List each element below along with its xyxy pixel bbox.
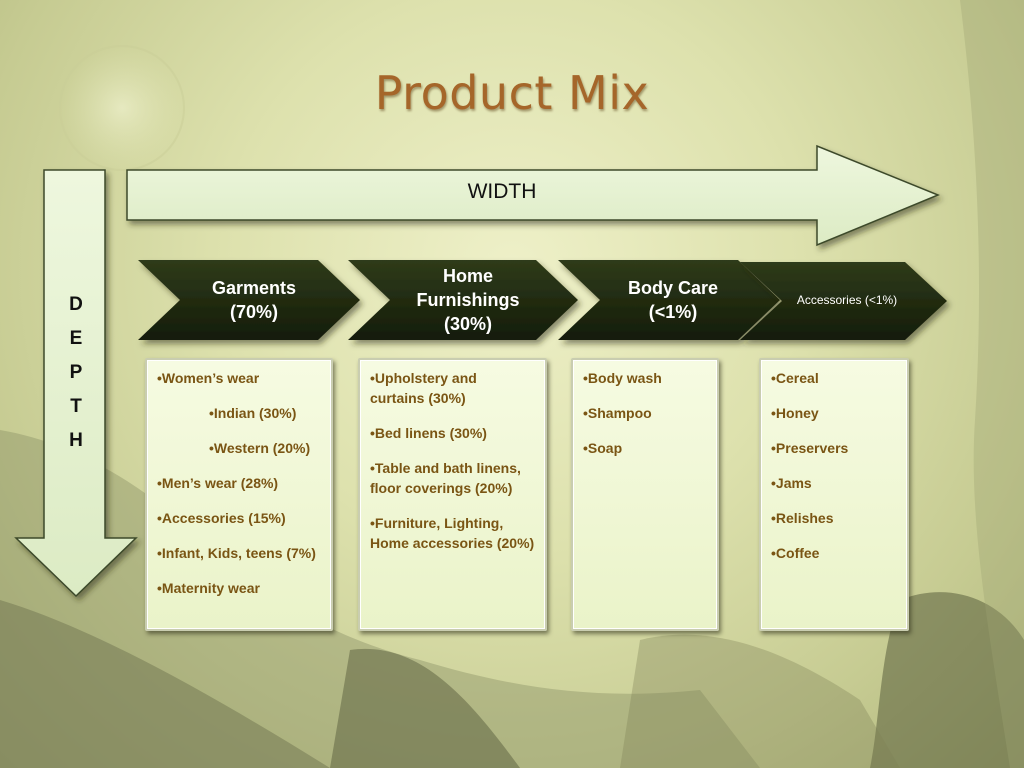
category-line: Furnishings: [416, 290, 520, 310]
category-line: Garments: [211, 278, 297, 298]
chevron-body-care: [558, 260, 780, 340]
depth-letter: T: [70, 396, 82, 417]
depth-label: D E P T H: [60, 288, 92, 458]
chevron-accessories: [740, 262, 947, 340]
list-item: •Table and bath linens, floor coverings …: [370, 460, 521, 496]
depth-letter: P: [69, 362, 83, 383]
list-item: •Maternity wear: [157, 580, 260, 596]
list-item: •Women’s wear: [157, 370, 260, 386]
page-title: Product Mix: [374, 66, 650, 120]
depth-letter: H: [69, 430, 83, 451]
category-line: (30%): [443, 314, 492, 334]
list-item: •Body wash: [583, 370, 662, 386]
list-item: •Preservers: [771, 440, 849, 456]
list-item: •Infant, Kids, teens (7%): [157, 545, 316, 561]
depth-arrow: [14, 169, 138, 598]
list-item: •Jams: [771, 475, 812, 491]
card-accessories: •Cereal •Honey •Preservers •Jams •Relish…: [759, 358, 909, 631]
list-item: •Soap: [583, 440, 623, 456]
list-item: •Western (20%): [209, 440, 311, 456]
width-arrow: [126, 144, 940, 247]
category-line: Body Care: [627, 278, 719, 298]
list-item: •Bed linens (30%): [370, 425, 487, 441]
list-item: •Accessories (15%): [157, 510, 286, 526]
list-item: •Coffee: [771, 545, 820, 561]
width-label: WIDTH: [467, 180, 537, 203]
category-line: (<1%): [648, 302, 698, 322]
depth-letter: E: [69, 328, 83, 349]
card-home-furnishings: •Upholstery and curtains (30%) •Bed line…: [358, 358, 547, 631]
list-item: •Shampoo: [583, 405, 652, 421]
list-item: •Furniture, Lighting, Home accessories (…: [370, 515, 535, 551]
list-item: •Cereal: [771, 370, 819, 386]
category-garments-label: Garments (70%): [180, 262, 328, 338]
category-body-care-label: Body Care (<1%): [598, 262, 748, 338]
card-body-care: •Body wash •Shampoo •Soap: [571, 358, 719, 631]
category-accessories-label: Accessories (<1%): [782, 262, 912, 338]
list-item: •Upholstery and curtains (30%): [370, 370, 477, 406]
card-garments: •Women’s wear •Indian (30%) •Western (20…: [145, 358, 333, 631]
category-line: (70%): [229, 302, 278, 322]
category-line: Accessories (<1%): [796, 293, 898, 307]
list-item: •Honey: [771, 405, 819, 421]
depth-letter: D: [69, 294, 83, 315]
category-line: Home: [442, 266, 493, 286]
list-item: •Men’s wear (28%): [157, 475, 279, 491]
chevron-garments: [138, 260, 360, 340]
chevron-home-furnishings: [348, 260, 578, 340]
list-item: •Relishes: [771, 510, 834, 526]
category-home-furnishings-label: Home Furnishings (30%): [388, 262, 548, 338]
list-item: •Indian (30%): [209, 405, 297, 421]
